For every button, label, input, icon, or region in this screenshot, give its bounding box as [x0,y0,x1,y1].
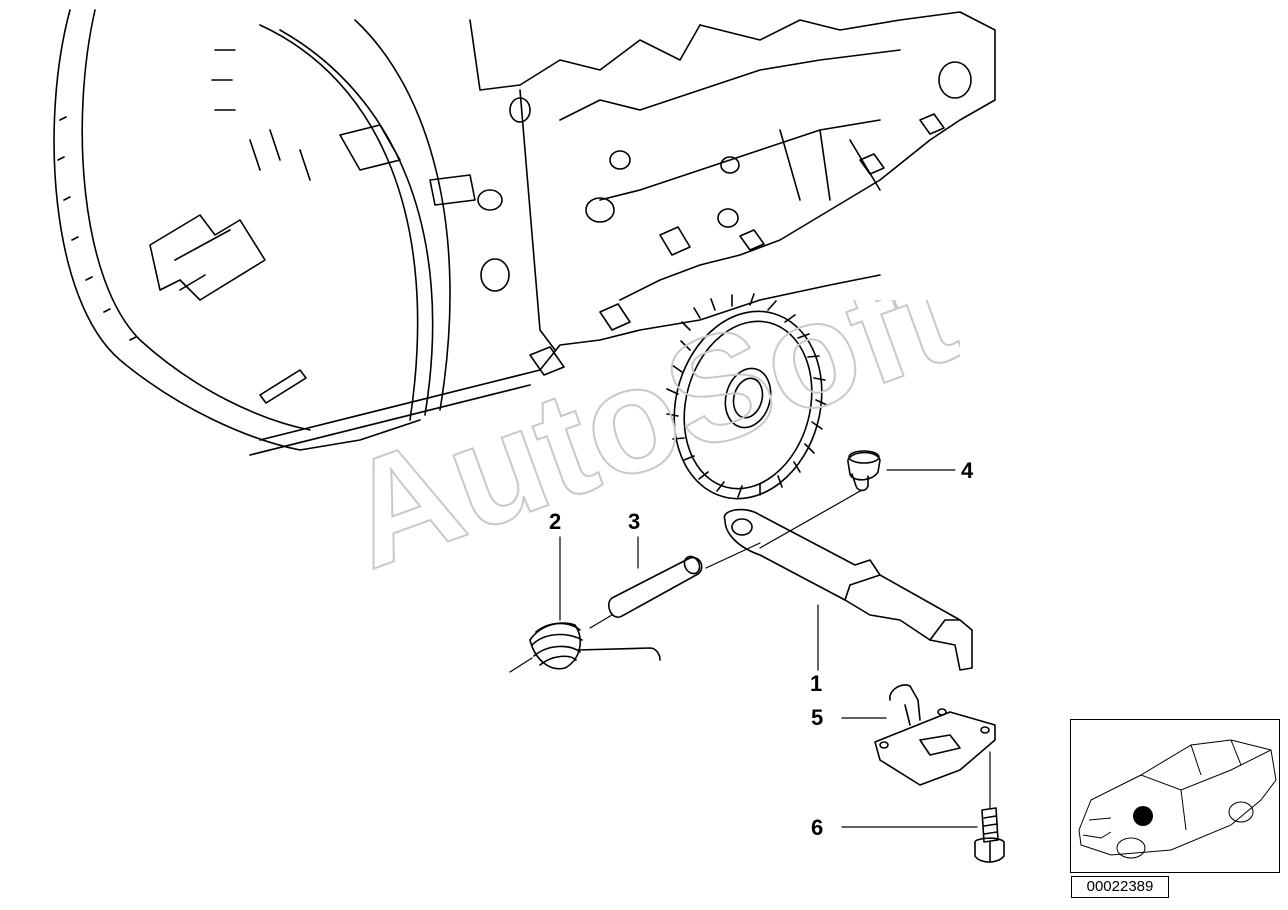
vehicle-locator-thumbnail [1070,719,1280,873]
bracket [874,684,996,786]
callout-3: 3 [628,509,641,534]
pivot-bolt [847,450,881,492]
release-lever [723,508,973,671]
callout-6: 6 [811,815,824,840]
spring [529,622,661,670]
bolt [974,807,1005,863]
gear-wheel [666,293,828,500]
diagram-reference-number: 00022389 [1071,876,1169,898]
callout-4: 4 [961,458,974,483]
pin [607,555,703,618]
callout-2: 2 [549,509,562,534]
transmission-housing [53,9,996,456]
callout-5: 5 [811,705,824,730]
car-outline-icon [1078,739,1277,859]
callout-1: 1 [810,671,823,696]
location-marker-icon [1133,806,1153,826]
